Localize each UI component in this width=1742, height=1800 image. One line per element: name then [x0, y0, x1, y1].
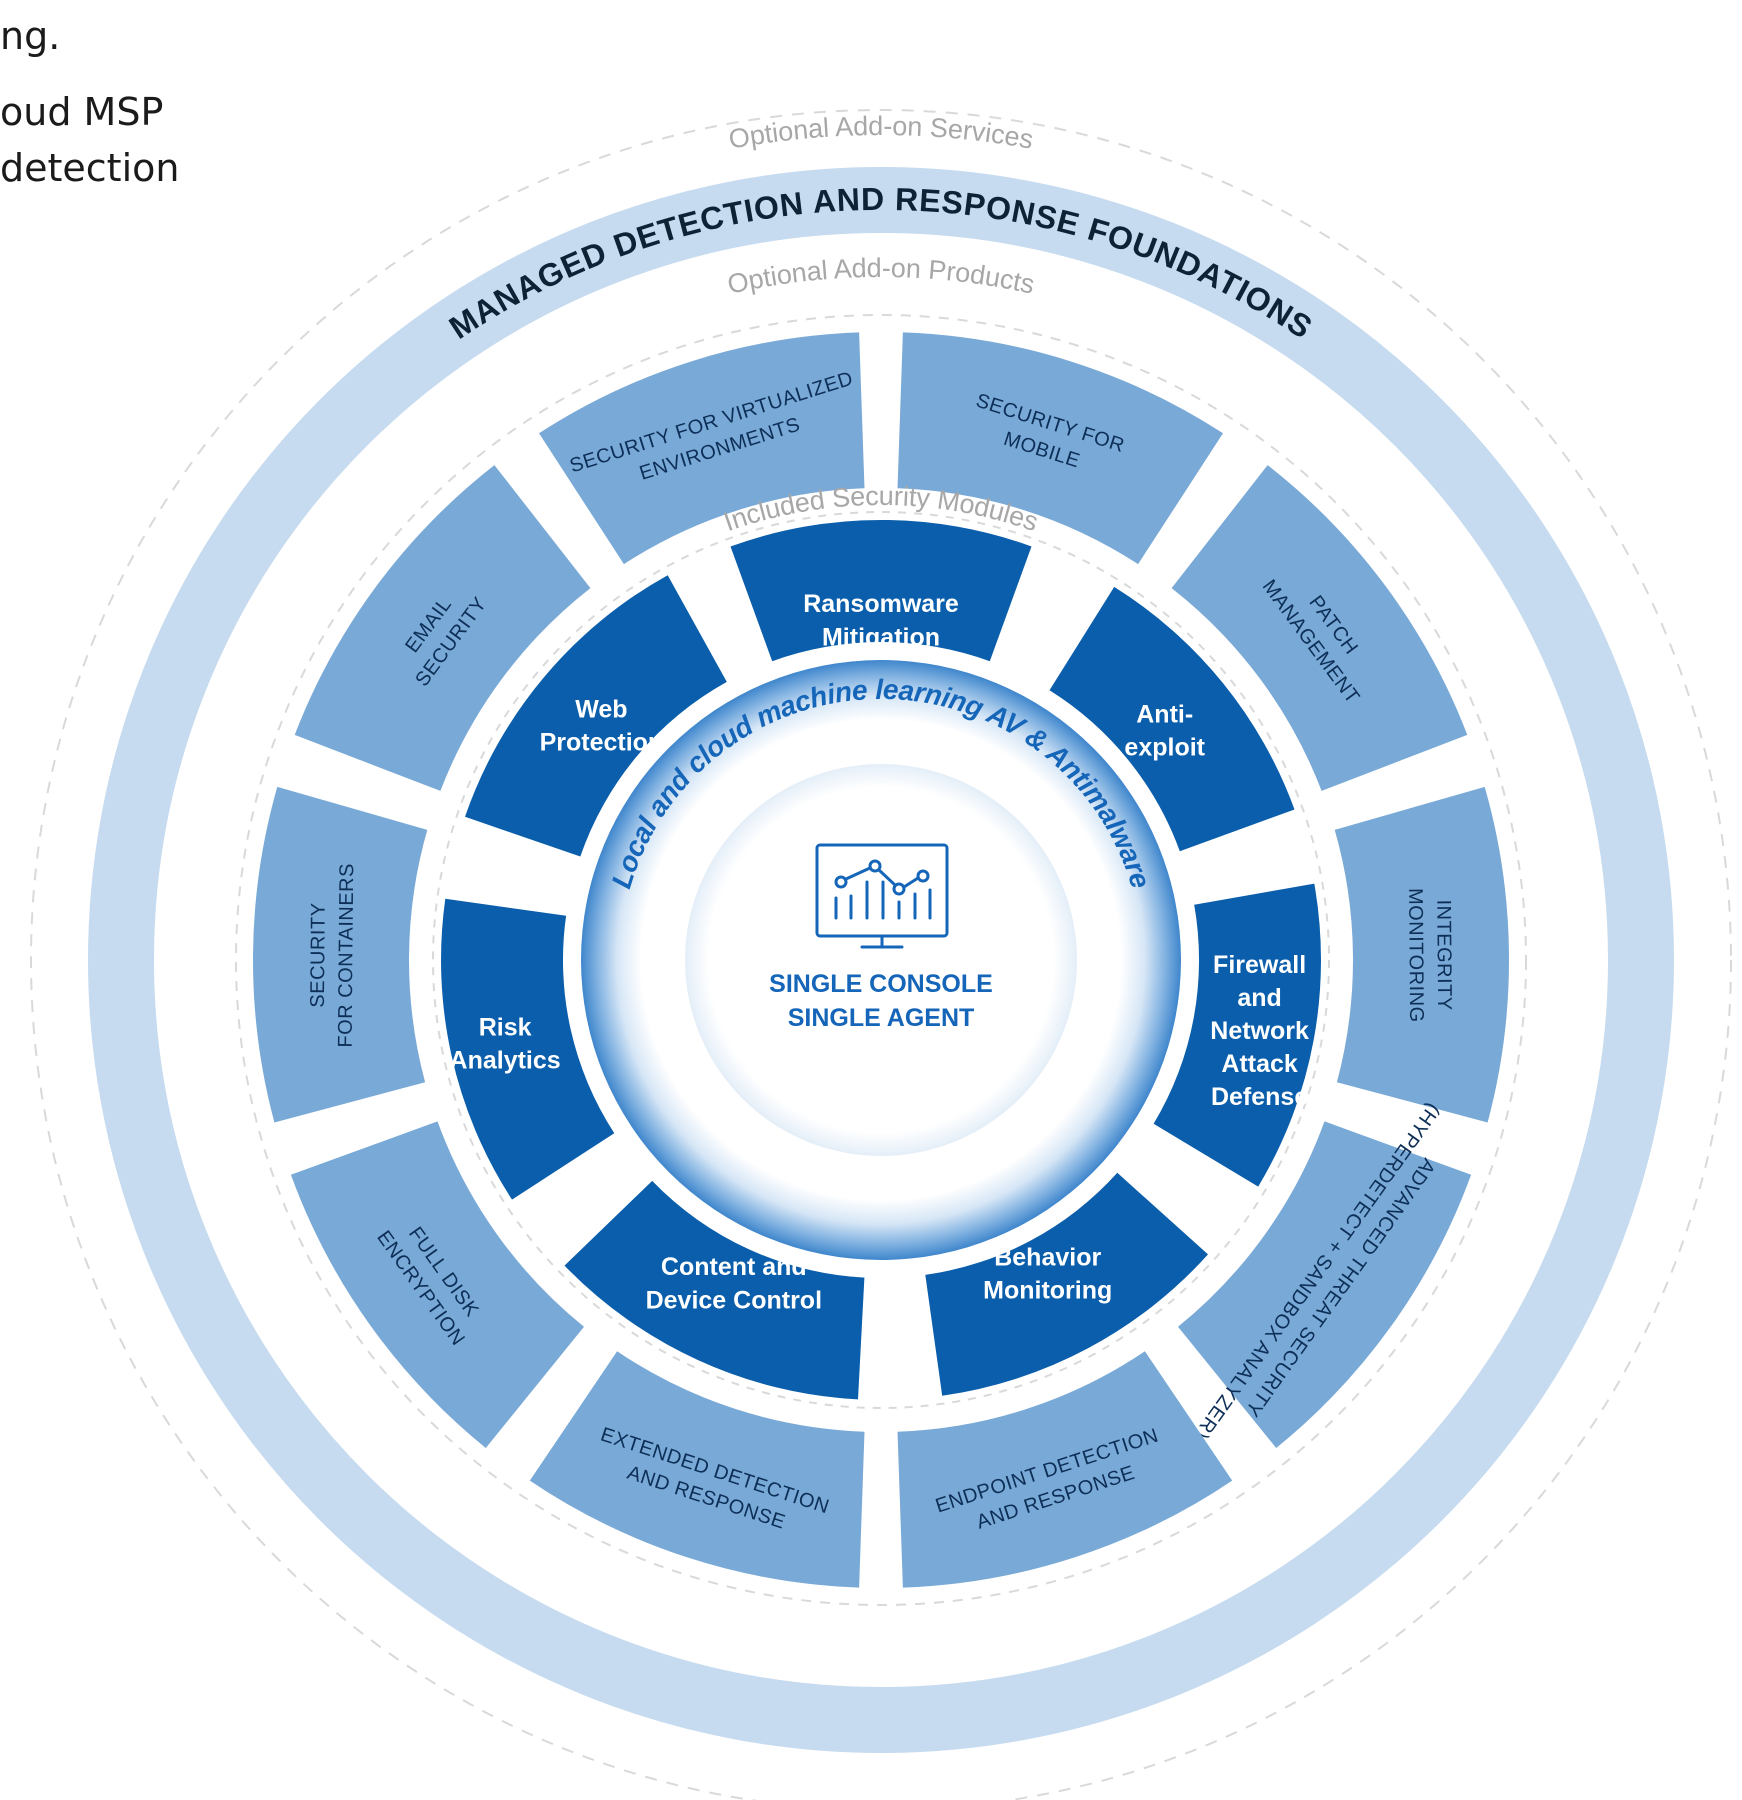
module-content-and-device-control-label-line: Content and: [661, 1253, 807, 1281]
intro-line-1: ng.: [0, 14, 61, 58]
module-firewall-and-network-attack-defense-label-line: Defense: [1211, 1083, 1308, 1111]
single-agent-label: SINGLE AGENT: [788, 1004, 975, 1032]
product-full-disk-encryption: FULL DISKENCRYPTION: [290, 1121, 584, 1448]
module-web-protection-label-line: Protection: [540, 729, 664, 757]
product-extended-detection-and-response: EXTENDED DETECTIONAND RESPONSE: [529, 1351, 865, 1588]
module-anti-exploit-segment: [1049, 586, 1295, 852]
product-security-for-mobile: SECURITY FORMOBILE: [897, 332, 1223, 565]
product-integrity-monitoring-label-line: MONITORING: [1404, 888, 1427, 1023]
optional-add-on-products-label: Optional Add-on Products: [725, 253, 1038, 300]
module-risk-analytics-label-line: Risk: [479, 1014, 532, 1042]
module-ransomware-mitigation-label-line: Mitigation: [822, 623, 940, 651]
product-advanced-threat-security-hyperdetect-sandbox-analyzer: ADVANCED THREAT SECURITY(HYPERDETECT + S…: [1178, 1099, 1472, 1448]
dashed-guide-ring: [432, 511, 1330, 1409]
module-content-and-device-control-label-line: Device Control: [646, 1286, 822, 1314]
intro-line-2: oud MSP: [0, 90, 164, 134]
product-security-for-mobile-segment: [897, 332, 1223, 565]
product-integrity-monitoring-label: INTEGRITYMONITORING: [1404, 888, 1455, 1023]
module-anti-exploit-label-line: exploit: [1124, 734, 1205, 762]
module-behavior-monitoring-segment: [925, 1172, 1208, 1396]
product-email-security: EMAILSECURITY: [294, 465, 591, 791]
product-integrity-monitoring-segment: [1334, 786, 1510, 1123]
module-risk-analytics-label-line: Analytics: [450, 1047, 561, 1075]
module-ransomware-mitigation-label-line: Ransomware: [803, 590, 959, 618]
monitor-analytics-icon: [815, 843, 949, 949]
product-integrity-monitoring: INTEGRITYMONITORING: [1334, 786, 1510, 1123]
intro-line-3: detection: [0, 146, 180, 190]
module-web-protection-segment: [465, 575, 727, 857]
dashed-guide-rings: [30, 109, 1732, 1800]
product-endpoint-detection-and-response-segment: [897, 1351, 1233, 1588]
product-full-disk-encryption-segment: [290, 1121, 584, 1448]
module-anti-exploit-label: Anti-exploit: [1124, 701, 1205, 762]
product-security-for-containers-label-line: SECURITY: [307, 902, 330, 1007]
dashed-guide-ring: [235, 314, 1527, 1606]
module-firewall-and-network-attack-defense-label-line: Attack: [1221, 1050, 1298, 1078]
module-web-protection-label-line: Web: [575, 696, 627, 724]
module-firewall-and-network-attack-defense-segment: [1153, 883, 1321, 1187]
product-integrity-monitoring-label-line: INTEGRITY: [1432, 899, 1455, 1010]
module-behavior-monitoring-label-line: Behavior: [994, 1244, 1101, 1272]
module-behavior-monitoring-label-line: Monitoring: [983, 1277, 1112, 1305]
single-console-center: [685, 764, 1077, 1156]
module-firewall-and-network-attack-defense-label-line: Network: [1210, 1017, 1309, 1045]
module-ransomware-mitigation-segment: [730, 519, 1032, 662]
product-endpoint-detection-and-response: ENDPOINT DETECTIONAND RESPONSE: [897, 1351, 1233, 1588]
dashed-guide-ring: [30, 109, 1732, 1800]
product-security-for-containers-label-line: FOR CONTAINERS: [335, 863, 359, 1048]
product-patch-management: PATCHMANAGEMENT: [1171, 465, 1468, 791]
module-content-and-device-control-segment: [564, 1180, 865, 1400]
product-email-security-segment: [294, 465, 591, 791]
module-anti-exploit: Anti-exploit: [1049, 586, 1295, 852]
single-console-label: SINGLE CONSOLE: [769, 970, 993, 998]
product-advanced-threat-security-hyperdetect-sandbox-analyzer-segment: [1178, 1121, 1472, 1448]
product-security-for-virtualized-environments-segment: [539, 332, 865, 565]
managed-detection-foundation-ring: [88, 167, 1674, 1753]
module-anti-exploit-label-line: Anti-: [1136, 701, 1193, 729]
product-security-for-containers-segment: [252, 786, 428, 1123]
product-extended-detection-and-response-segment: [529, 1351, 865, 1588]
module-risk-analytics-segment: [441, 898, 615, 1200]
module-firewall-and-network-attack-defense-label-line: Firewall: [1213, 951, 1306, 979]
module-firewall-and-network-attack-defense-label-line: and: [1237, 984, 1281, 1012]
product-patch-management-segment: [1171, 465, 1468, 791]
